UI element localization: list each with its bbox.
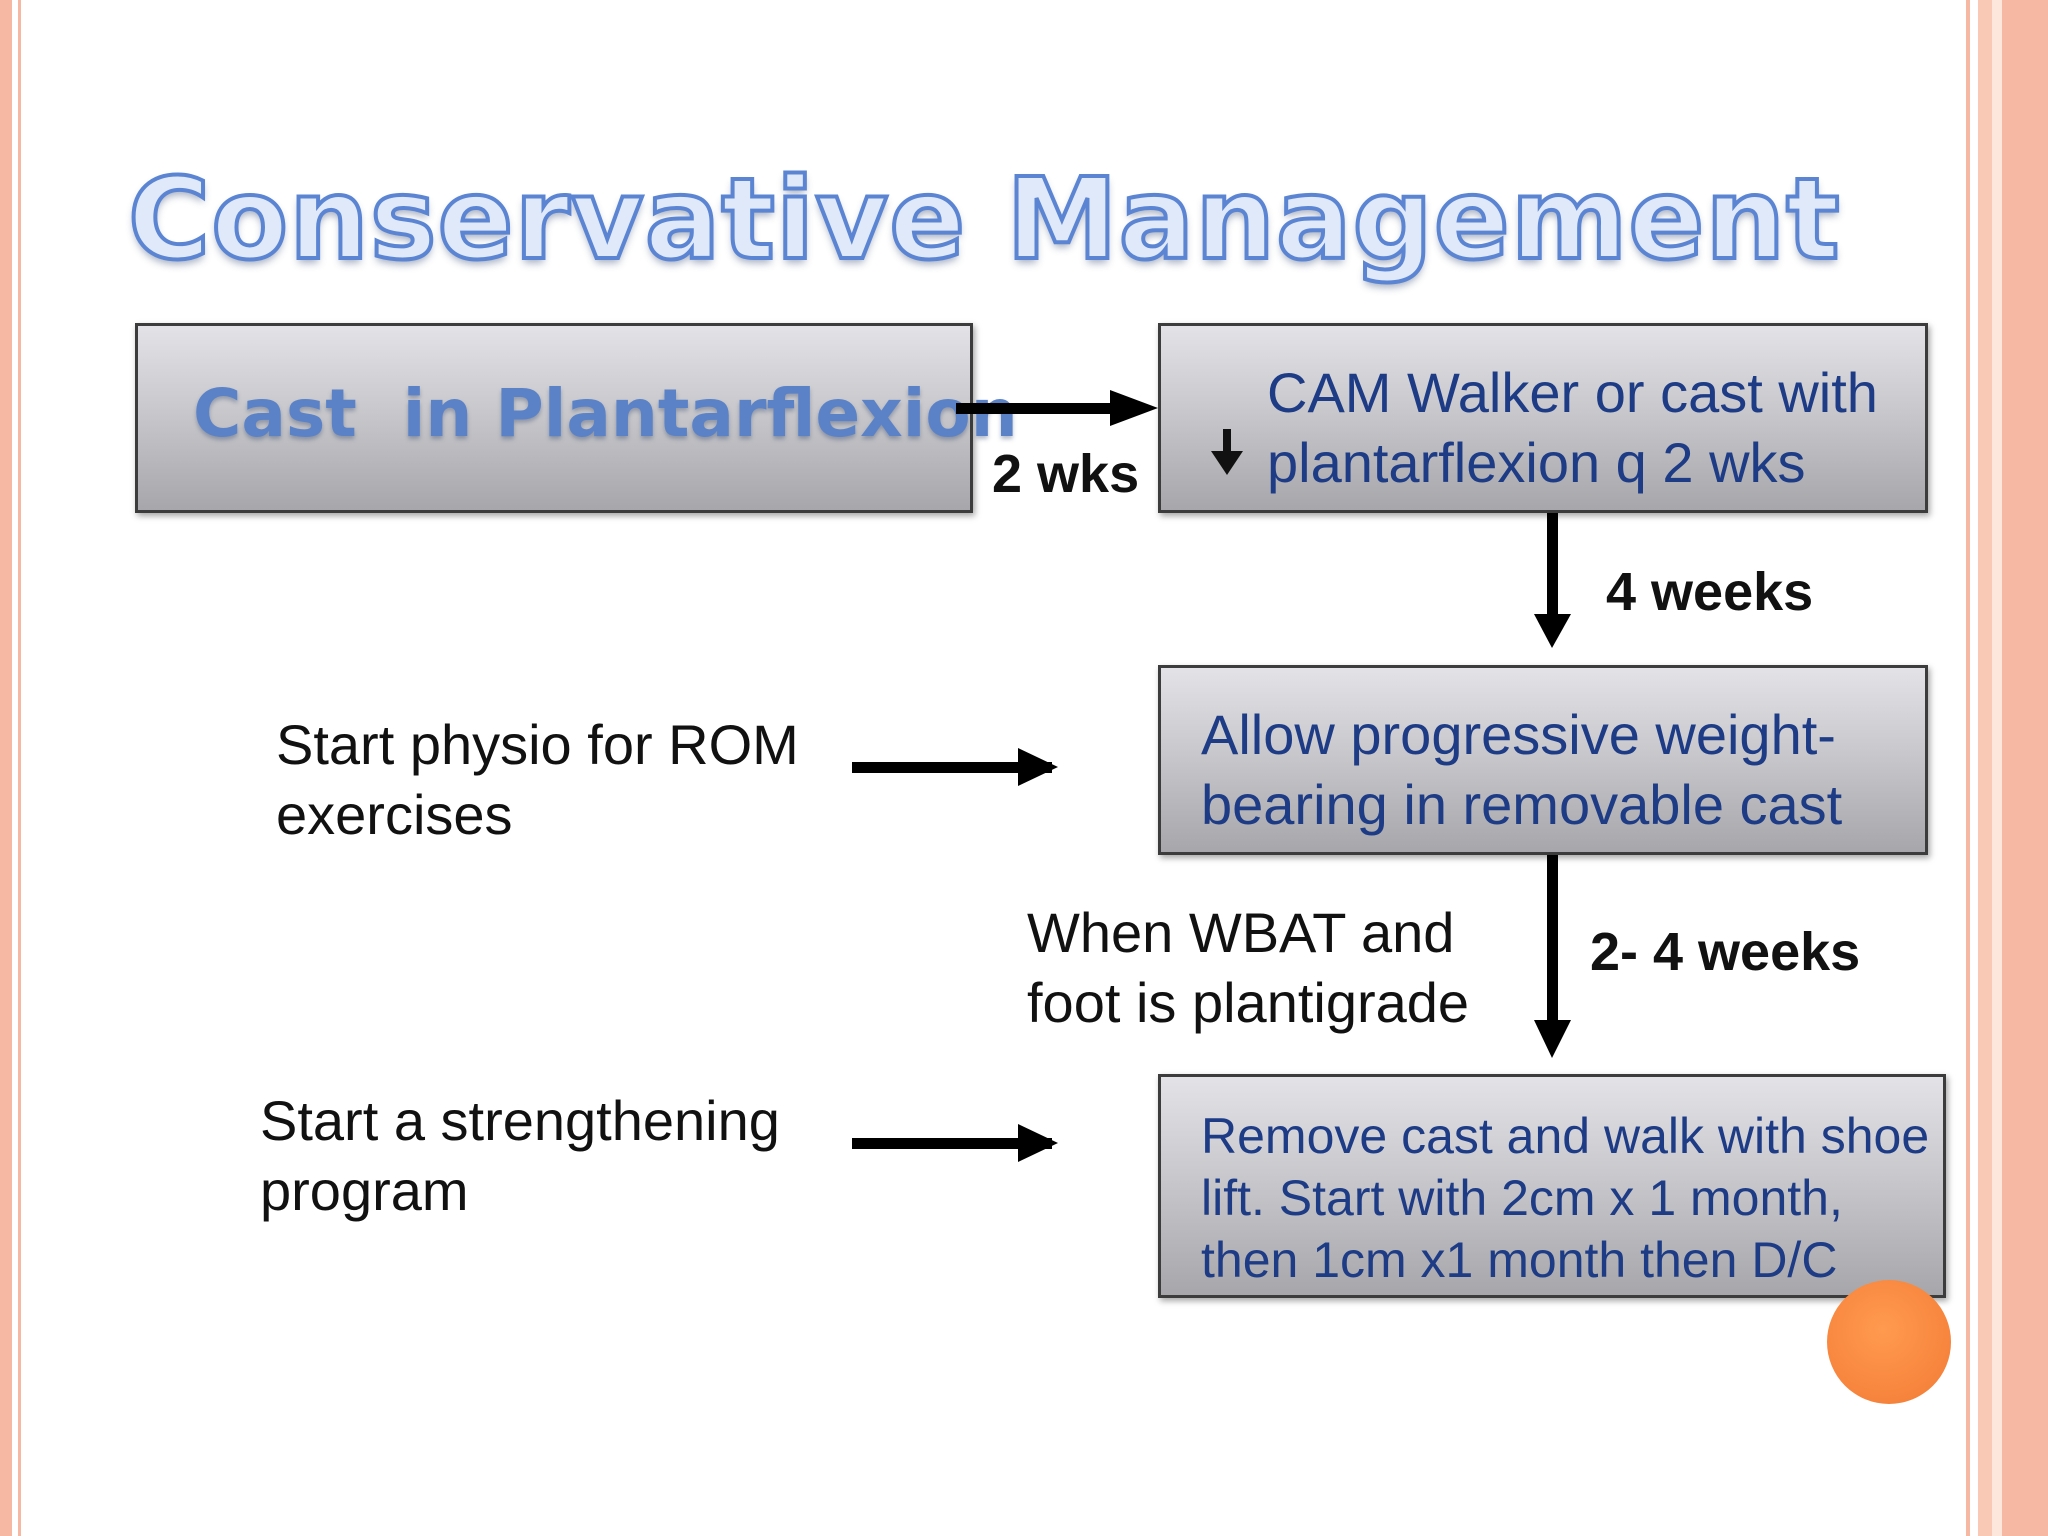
arrow-weight-bearing-to-remove-cast — [1534, 855, 1571, 1058]
box-cast-label: Cast in Plantarflexion — [193, 375, 1018, 452]
box-remove-cast-line-2: lift. Start with 2cm x 1 month, — [1201, 1170, 1843, 1226]
interval-label-4-weeks: 4 weeks — [1606, 562, 1814, 622]
note-start-physio: Start physio for ROM exercises — [276, 710, 799, 850]
note-wbat-condition: When WBAT and foot is plantigrade — [1027, 898, 1469, 1038]
down-arrow-icon — [1211, 429, 1243, 475]
box-remove-cast: Remove cast and walk with shoe lift. Sta… — [1158, 1074, 1946, 1298]
decorative-orange-circle — [1827, 1280, 1951, 1404]
box-remove-cast-label: Remove cast and walk with shoe lift. Sta… — [1201, 1105, 1929, 1291]
note-wbat-line-1: When WBAT and — [1027, 901, 1455, 964]
box-weight-bearing-line-1: Allow progressive weight- — [1201, 703, 1836, 766]
box-cam-walker-label: CAM Walker or cast with plantarflexion q… — [1267, 358, 1878, 498]
note-start-physio-line-2: exercises — [276, 783, 513, 846]
box-remove-cast-line-1: Remove cast and walk with shoe — [1201, 1108, 1930, 1164]
note-strengthening: Start a strengthening program — [260, 1086, 780, 1226]
arrow-physio-to-weight-bearing — [852, 748, 1058, 786]
box-cam-walker-line-1: CAM Walker or cast with — [1267, 361, 1878, 424]
interval-label-2-wks: 2 wks — [992, 444, 1140, 504]
frame-right — [1958, 0, 2048, 1536]
note-strengthening-line-2: program — [260, 1159, 469, 1222]
note-strengthening-line-1: Start a strengthening — [260, 1089, 780, 1152]
box-cam-walker-line-2: plantarflexion q 2 wks — [1267, 431, 1806, 494]
frame-left-outer — [0, 0, 12, 1536]
box-weight-bearing: Allow progressive weight- bearing in rem… — [1158, 665, 1928, 855]
box-weight-bearing-line-2: bearing in removable cast — [1201, 773, 1843, 836]
box-cast-plantarflexion: Cast in Plantarflexion — [135, 323, 1018, 513]
box-remove-cast-line-3: then 1cm x1 month then D/C — [1201, 1232, 1838, 1288]
note-start-physio-line-1: Start physio for ROM — [276, 713, 799, 776]
box-cam-walker: CAM Walker or cast with plantarflexion q… — [1158, 323, 1928, 513]
box-weight-bearing-label: Allow progressive weight- bearing in rem… — [1201, 700, 1842, 840]
frame-left-inner — [18, 0, 21, 1536]
slide-title: Conservative Management — [126, 153, 1842, 287]
arrow-strengthening-to-remove-cast — [852, 1124, 1058, 1162]
note-wbat-line-2: foot is plantigrade — [1027, 971, 1470, 1034]
interval-label-2-4-weeks: 2- 4 weeks — [1590, 922, 1861, 982]
arrow-cam-to-weight-bearing — [1534, 513, 1571, 648]
